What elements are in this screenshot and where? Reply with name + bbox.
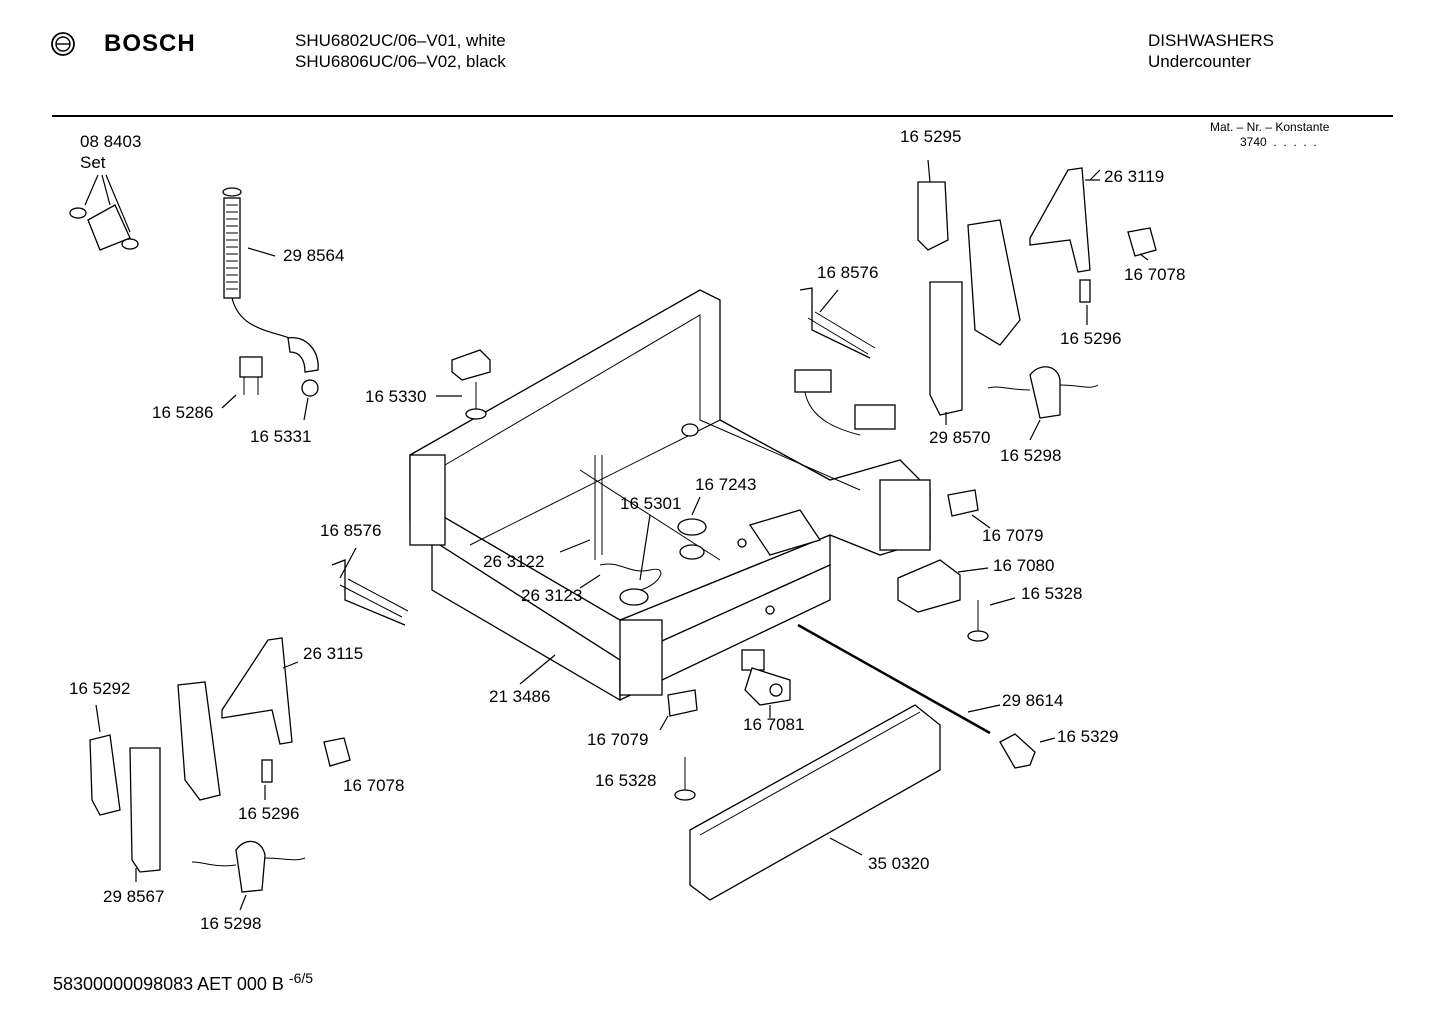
part-label: 16 5329 xyxy=(1057,727,1119,746)
valve-drawing xyxy=(741,649,791,718)
rod-drawing xyxy=(797,623,991,735)
screw-drawing xyxy=(436,349,491,420)
part-label: 16 5301 xyxy=(620,494,682,513)
part-label: 16 7243 xyxy=(695,475,757,494)
clip-drawing xyxy=(221,356,263,409)
base-frame-drawing xyxy=(409,289,931,702)
part-label: 26 3115 xyxy=(303,644,364,663)
part-label: 16 7080 xyxy=(993,556,1055,575)
hinge-bracket-lower-drawing xyxy=(659,689,698,731)
screw-lower-drawing xyxy=(674,757,696,801)
page-number: -6/5 xyxy=(288,970,314,986)
hinge-bracket-right-drawing xyxy=(947,489,991,529)
part-label: Set xyxy=(80,153,106,172)
part-label: 16 7078 xyxy=(343,776,405,795)
part-label: 21 3486 xyxy=(489,687,551,706)
footer-doc-number: 58300000098083 AET 000 B -6/5 xyxy=(53,970,313,995)
knob-drawing xyxy=(999,733,1056,769)
part-label: 16 5298 xyxy=(1000,446,1062,465)
part-label: 35 0320 xyxy=(868,854,930,873)
part-label: 16 5298 xyxy=(200,914,262,933)
part-label: 16 5286 xyxy=(152,403,214,422)
spring-lower-drawing xyxy=(331,547,409,626)
subcategory-title: Undercounter xyxy=(1148,52,1252,71)
category-title: DISHWASHERS xyxy=(1148,31,1274,50)
part-label: 16 5292 xyxy=(69,679,131,698)
screw-right-drawing xyxy=(967,597,1016,642)
housing-drawing xyxy=(897,559,989,613)
part-label: 16 7081 xyxy=(743,715,805,734)
part-label: 16 7079 xyxy=(982,526,1044,545)
part-label: 16 5330 xyxy=(365,387,427,406)
part-label: 16 5296 xyxy=(238,804,300,823)
part-label: 26 3119 xyxy=(1104,167,1165,186)
part-label: 29 8567 xyxy=(103,887,165,906)
part-label: 16 7079 xyxy=(587,730,649,749)
hose-drawing xyxy=(222,187,319,397)
part-label: 26 3123 xyxy=(521,586,583,605)
bracket-left-drawing xyxy=(89,637,351,911)
part-label: 16 5295 xyxy=(900,127,962,146)
toe-panel-drawing xyxy=(689,704,941,901)
part-label: 29 8570 xyxy=(929,428,991,447)
part-label: 16 5328 xyxy=(1021,584,1083,603)
doc-number: 58300000098083 AET 000 B xyxy=(53,974,284,994)
model-line-2: SHU6806UC/06–V02, black xyxy=(295,52,506,71)
part-label: 29 8614 xyxy=(1002,691,1064,710)
part-label: 26 3122 xyxy=(483,552,545,571)
part-label: 16 5296 xyxy=(1060,329,1122,348)
part-label: 16 8576 xyxy=(320,521,382,540)
part-label: 16 5331 xyxy=(250,427,312,446)
mat-nr-value: 3740 . . . . . xyxy=(1240,135,1317,149)
model-line-1: SHU6802UC/06–V01, white xyxy=(295,31,506,50)
part-label: 16 7078 xyxy=(1124,265,1186,284)
connector-drawing xyxy=(794,369,896,436)
part-label: 29 8564 xyxy=(283,246,345,265)
bracket-right-drawing xyxy=(917,159,1157,441)
part-label: 16 5328 xyxy=(595,771,657,790)
bosch-logo-icon xyxy=(51,32,75,56)
brand-name: BOSCH xyxy=(104,30,196,57)
part-label: 16 8576 xyxy=(817,263,879,282)
part-label: 08 8403 xyxy=(80,132,142,151)
spring-upper-drawing xyxy=(799,287,876,359)
hose-set-drawing xyxy=(69,174,139,251)
mat-nr-label: Mat. – Nr. – Konstante xyxy=(1210,120,1330,134)
